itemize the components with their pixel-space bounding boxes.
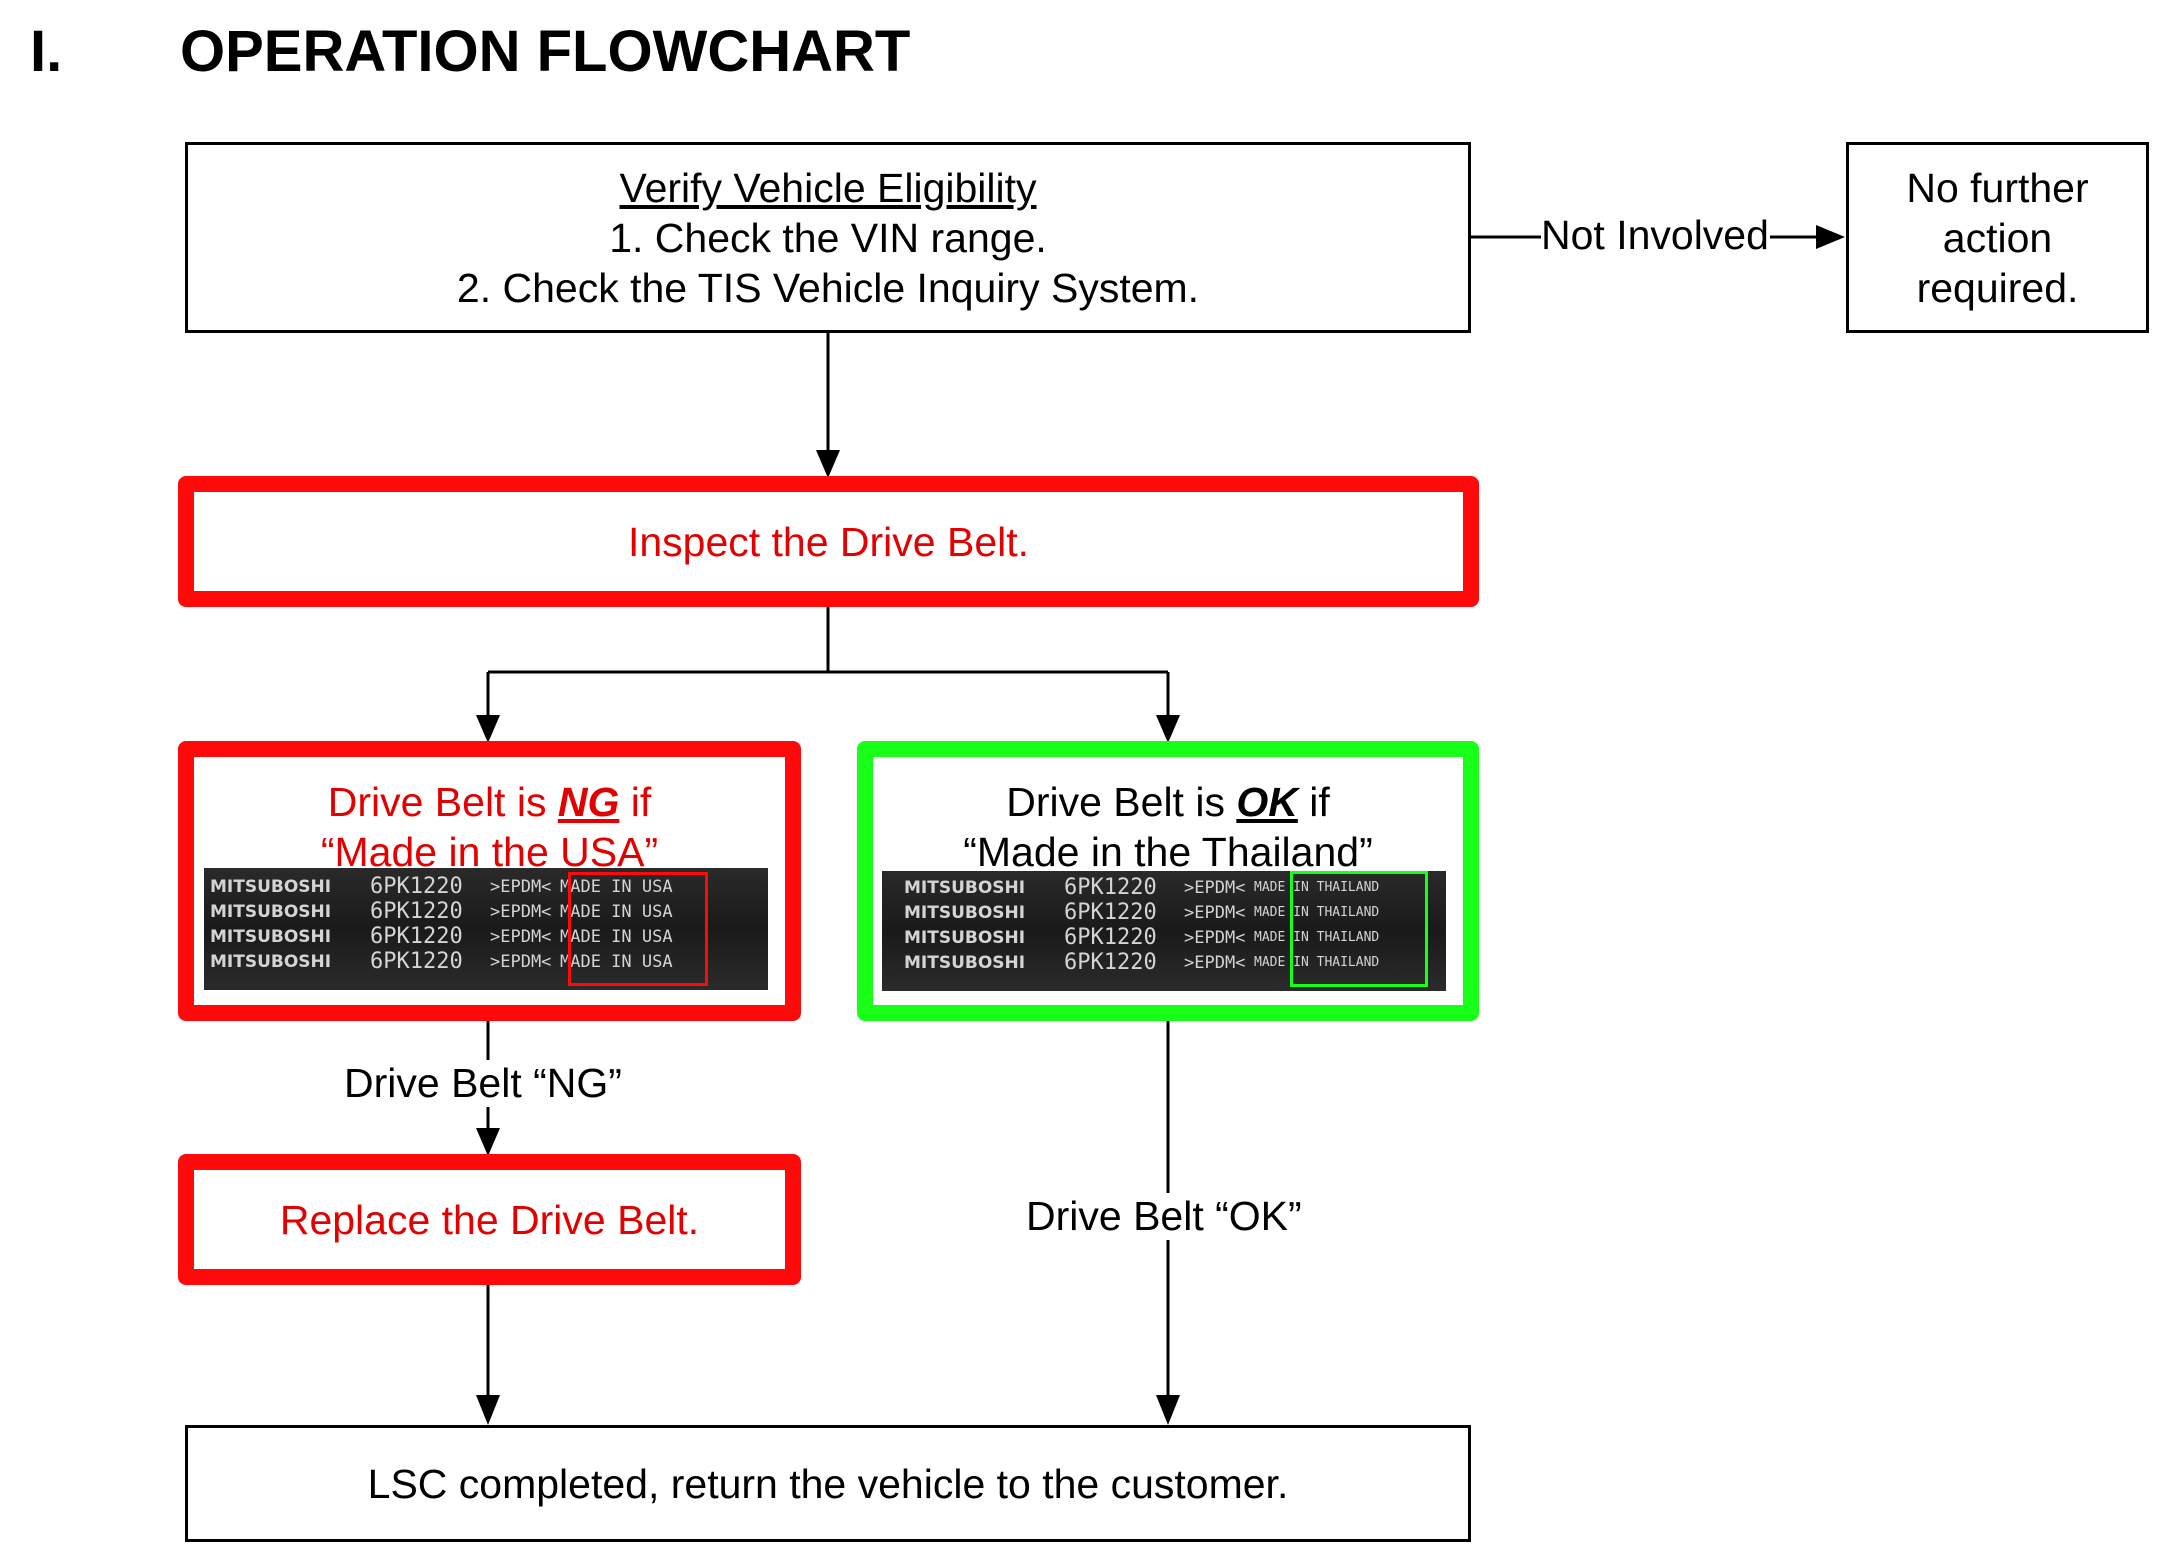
ng-prefix: Drive Belt is bbox=[327, 779, 558, 825]
origin-highlight-usa bbox=[568, 872, 708, 986]
arrowhead-ok bbox=[1156, 715, 1180, 743]
no-action-line-2: action bbox=[1942, 214, 2053, 261]
ng-condition-line-2: “Made in the USA” bbox=[320, 829, 659, 875]
replace-belt-box: Replace the Drive Belt. bbox=[178, 1154, 801, 1285]
arrowhead-complete-left bbox=[476, 1395, 500, 1425]
arrowhead-replace bbox=[476, 1128, 500, 1156]
arrowhead-complete-right bbox=[1156, 1395, 1180, 1425]
replace-text: Replace the Drive Belt. bbox=[279, 1196, 700, 1243]
ok-condition-line-2: “Made in the Thailand” bbox=[963, 829, 1373, 875]
ok-keyword: OK bbox=[1236, 779, 1298, 825]
ng-condition-line-1: Drive Belt is NG if bbox=[328, 777, 652, 827]
no-action-line-1: No further bbox=[1906, 164, 2089, 211]
ok-condition-line-1: Drive Belt is OK if bbox=[1006, 777, 1330, 827]
verify-step-1: 1. Check the VIN range. bbox=[609, 214, 1047, 261]
ok-suffix: if bbox=[1297, 779, 1330, 825]
arrowhead-ng bbox=[476, 715, 500, 743]
section-number: I. bbox=[30, 19, 63, 84]
complete-text: LSC completed, return the vehicle to the… bbox=[367, 1460, 1289, 1507]
edge-label-belt-ng: Drive Belt “NG” bbox=[344, 1060, 622, 1107]
verify-step-2: 2. Check the TIS Vehicle Inquiry System. bbox=[456, 264, 1200, 311]
page-title: OPERATION FLOWCHART bbox=[180, 19, 911, 84]
origin-highlight-thailand bbox=[1290, 871, 1428, 987]
ng-keyword: NG bbox=[557, 779, 620, 825]
arrowhead-inspect bbox=[816, 450, 840, 478]
verify-eligibility-box: Verify Vehicle Eligibility 1. Check the … bbox=[185, 142, 1471, 333]
lsc-complete-box: LSC completed, return the vehicle to the… bbox=[185, 1425, 1471, 1542]
ok-prefix: Drive Belt is bbox=[1006, 779, 1237, 825]
arrowhead-no-action bbox=[1816, 225, 1845, 249]
inspect-belt-box: Inspect the Drive Belt. bbox=[178, 476, 1479, 607]
ng-suffix: if bbox=[619, 779, 652, 825]
edge-label-not-involved: Not Involved bbox=[1541, 212, 1769, 259]
no-action-box: No further action required. bbox=[1846, 142, 2149, 333]
inspect-text: Inspect the Drive Belt. bbox=[627, 518, 1030, 565]
no-action-line-3: required. bbox=[1916, 264, 2079, 311]
verify-title: Verify Vehicle Eligibility bbox=[619, 164, 1037, 211]
edge-label-belt-ok: Drive Belt “OK” bbox=[1026, 1193, 1302, 1240]
